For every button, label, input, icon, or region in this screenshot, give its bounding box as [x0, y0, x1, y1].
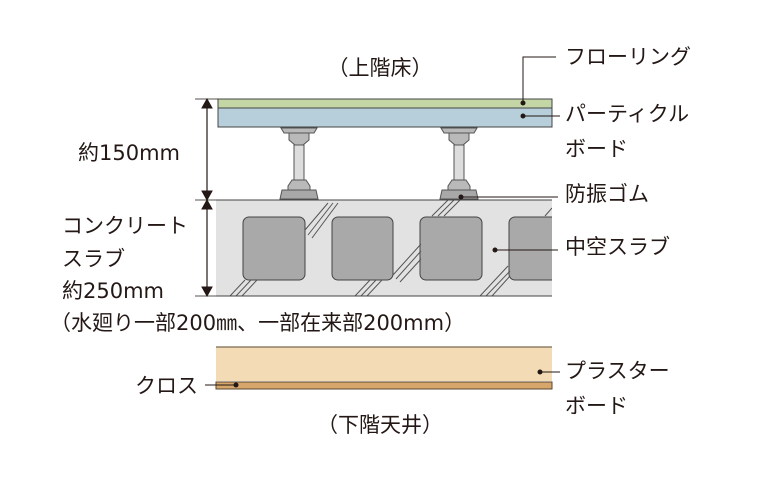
slab-void: [242, 216, 306, 281]
leader-dots: [233, 100, 543, 388]
label-particle-board-1: パーティクル: [565, 102, 689, 126]
concrete-hatch: [229, 200, 552, 296]
dimension-lines: [195, 97, 218, 298]
floor-support-left: [279, 127, 319, 200]
plaster-board-layer: [216, 347, 552, 381]
slab-void: [331, 216, 394, 281]
label-cloth: クロス: [135, 374, 198, 398]
label-plaster-2: ボード: [565, 394, 628, 418]
cloth-layer: [215, 381, 553, 390]
flooring-layer: [217, 98, 553, 109]
slab-void: [419, 216, 483, 281]
label-concrete-1: コンクリート: [62, 214, 188, 238]
floor-support-right: [439, 127, 479, 200]
label-height-250: 約250mm: [62, 279, 164, 303]
label-concrete-2: スラブ: [62, 247, 125, 271]
lower-ceiling-title: （下階天井）: [317, 413, 443, 437]
label-height-150: 約150mm: [78, 141, 180, 165]
leader-lines: [205, 56, 560, 386]
label-hollow-slab: 中空スラブ: [565, 235, 670, 259]
label-flooring: フローリング: [565, 45, 691, 69]
hollow-concrete-slab: [216, 199, 552, 297]
upper-floor-title: （上階床）: [328, 56, 433, 80]
label-plaster-1: プラスター: [565, 359, 670, 383]
label-rubber: 防振ゴム: [565, 182, 649, 206]
slab-void: [508, 216, 552, 281]
label-particle-board-2: ボード: [565, 137, 628, 161]
label-note: （水廻り一部200㎜、一部在来部200mm）: [50, 311, 465, 335]
particle-board-layer: [217, 107, 553, 128]
